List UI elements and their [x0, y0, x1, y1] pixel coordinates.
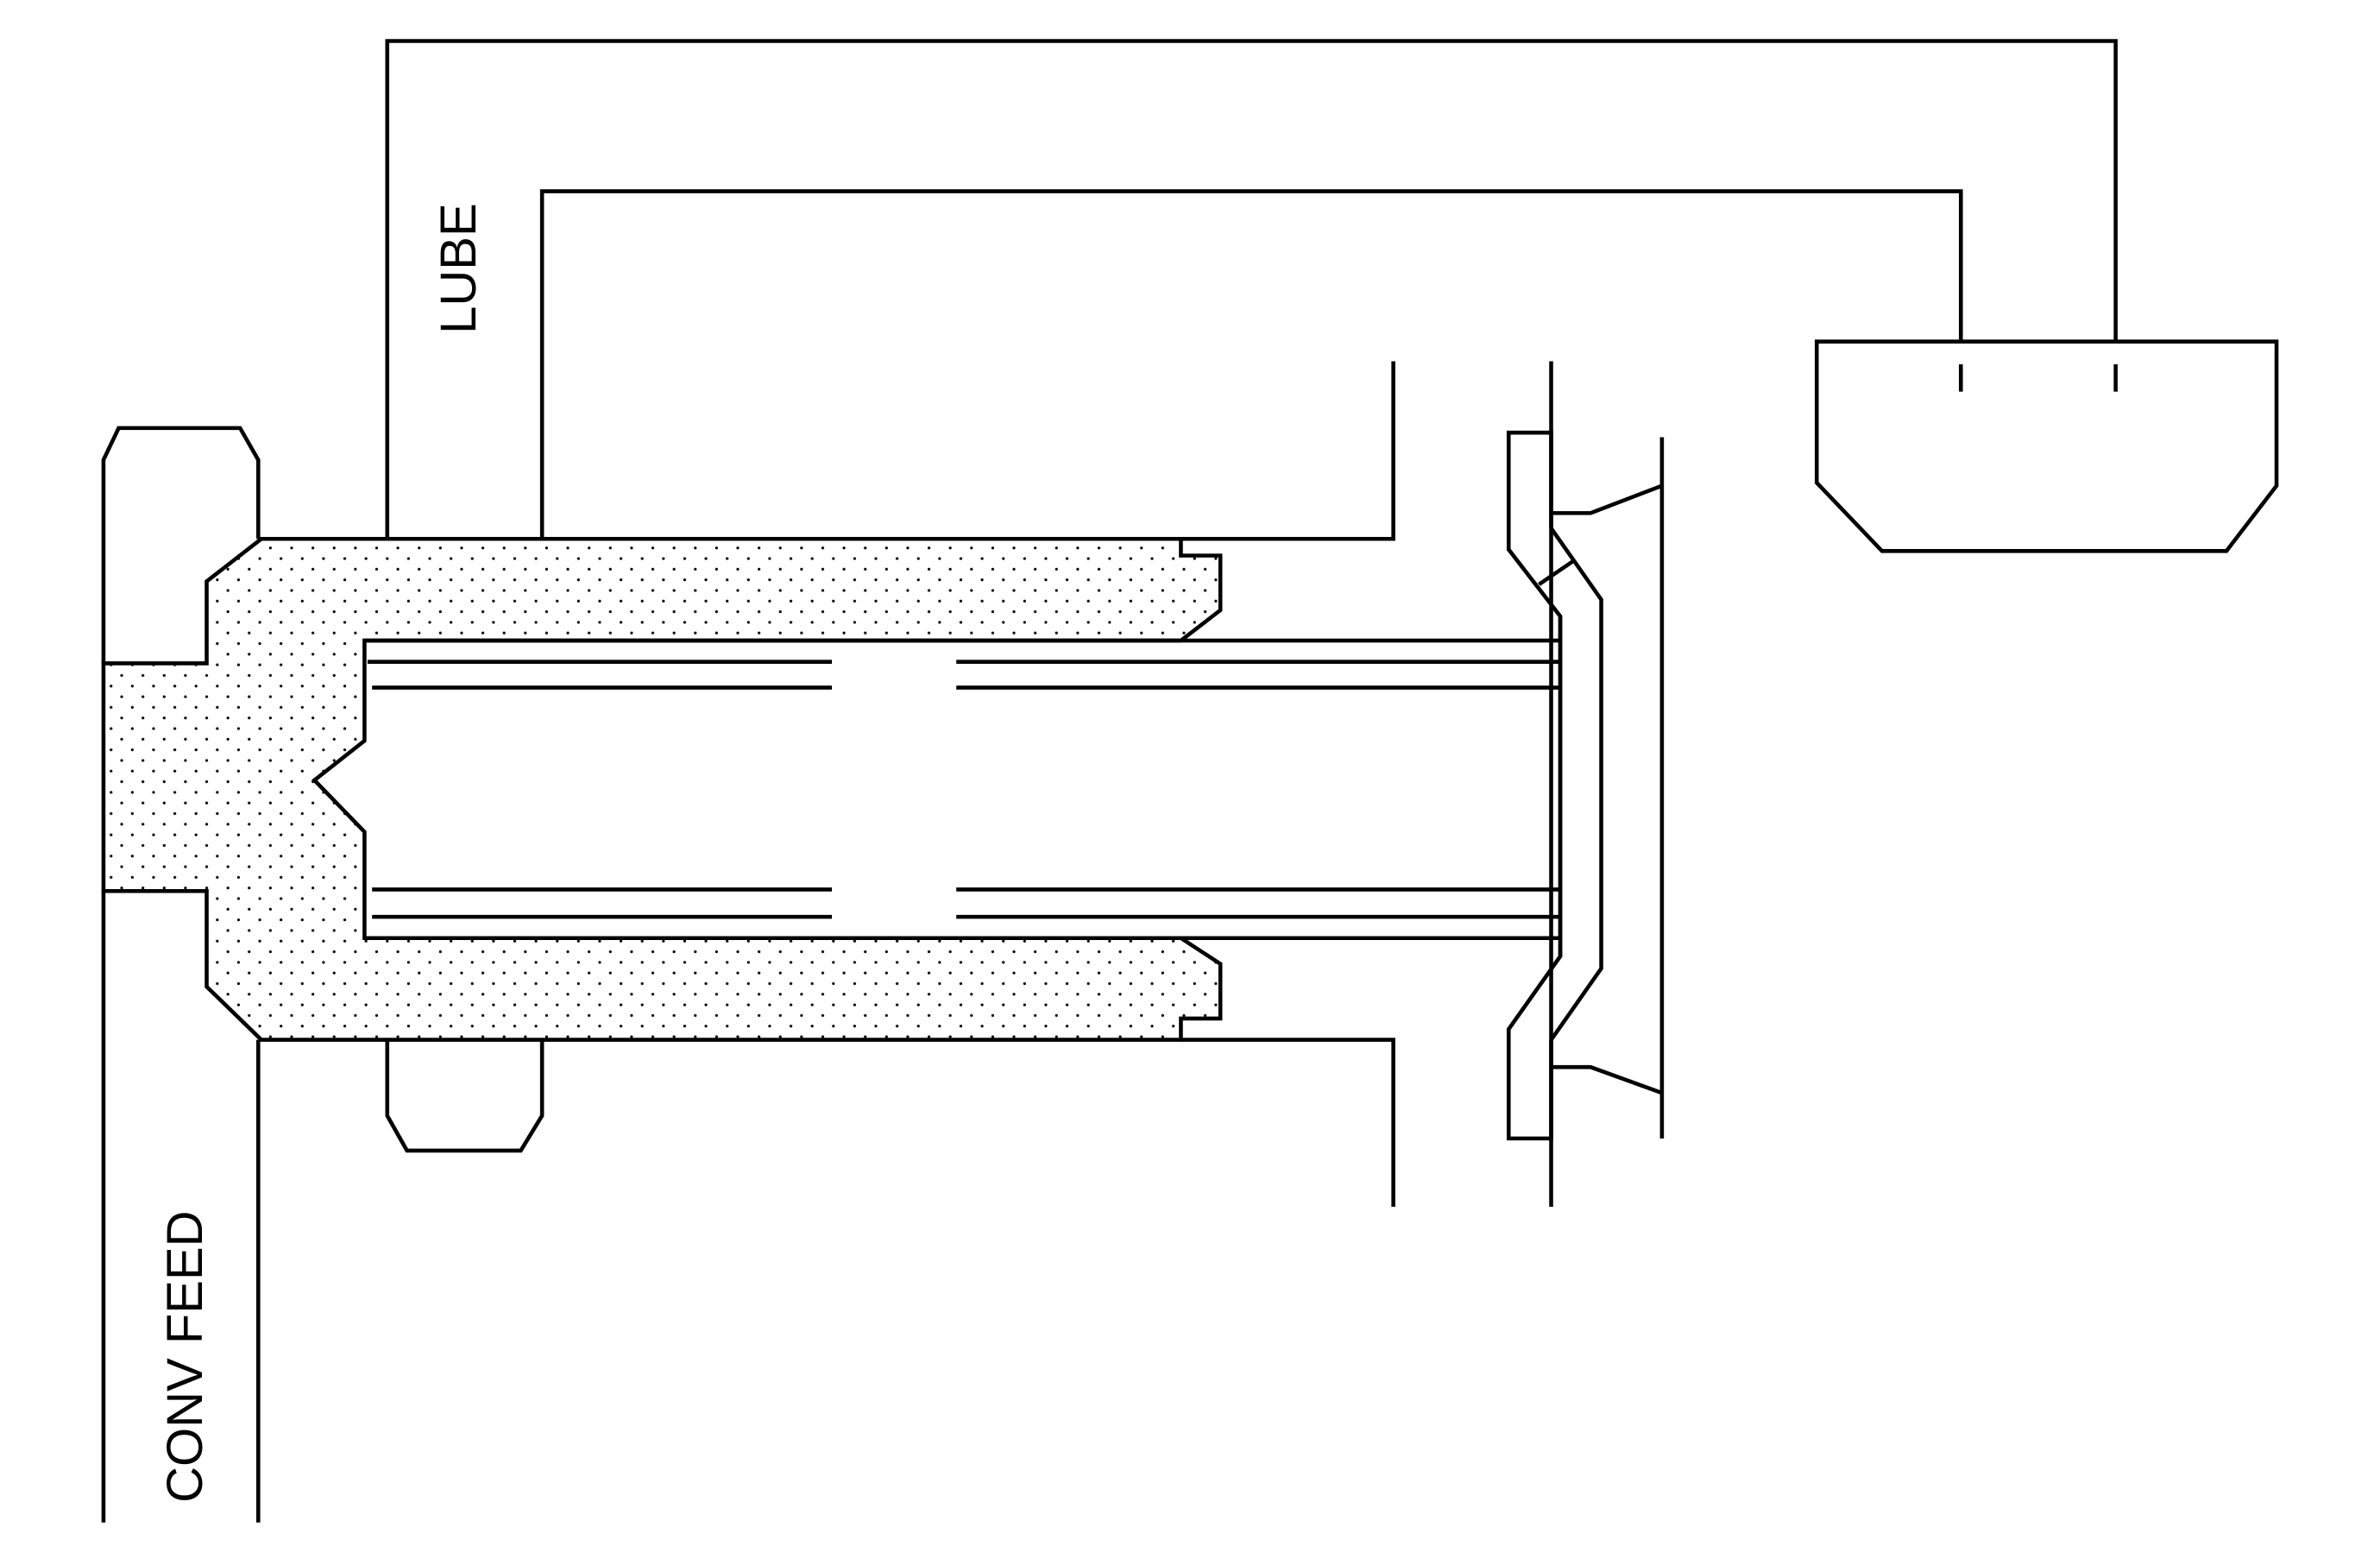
left-wall-upper — [101, 426, 261, 664]
lube-passage-inner — [539, 189, 1963, 540]
lube-label: LUBE — [431, 203, 487, 334]
lube-outlet-block — [1814, 339, 2279, 553]
lower-bracket — [1551, 1064, 1663, 1095]
fluid-filled-valve-body — [101, 536, 1223, 1042]
upper-bracket — [1551, 483, 1663, 515]
lube-passage-outer — [385, 39, 2118, 540]
conv-feed-label: CONV FEED — [157, 1210, 213, 1502]
lower-spool-land — [385, 1039, 545, 1153]
upper-housing-wall — [261, 361, 1395, 541]
retainer-tab — [1538, 559, 1574, 586]
lower-housing-wall — [1181, 1038, 1395, 1207]
right-retainer-plate — [1506, 430, 1603, 1141]
